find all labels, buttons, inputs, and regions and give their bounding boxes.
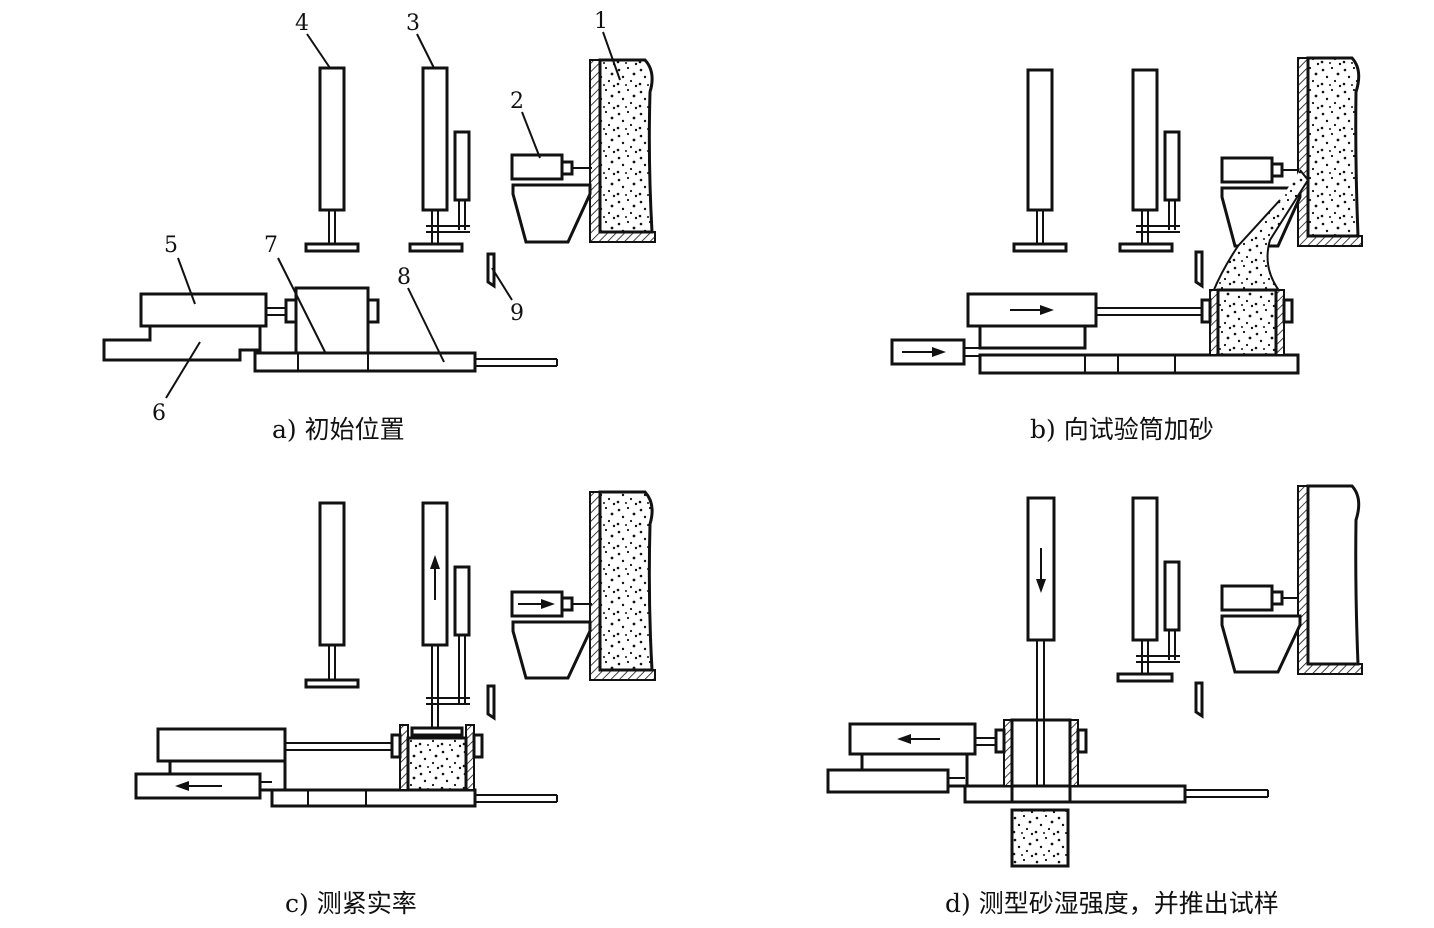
motion-arrow [1010,305,1054,315]
ram-cylinder-4 [304,501,360,689]
sand-specimen [1010,808,1070,868]
ram-cylinder-4 [304,66,360,253]
ram-cylinder-3 [408,66,471,253]
ram-cylinder-3 [410,501,471,737]
sand-funnel [511,620,592,680]
base-assembly [102,286,558,373]
scraper [486,684,496,721]
motion-arrow [1036,548,1046,593]
base-assembly [826,718,1269,804]
sand-stream [1213,170,1308,292]
motion-arrow [430,555,440,600]
panel-b: b) 向试验筒加砂 [890,56,1363,444]
panel-c: c) 测紧实率 [134,490,656,918]
sand-hopper [589,490,656,681]
panel-d: d) 测型砂湿强度，并推出试样 [826,484,1363,918]
motion-arrow [175,781,222,791]
feeder-motor [1220,156,1298,184]
sand-hopper [1297,484,1363,675]
feeder-motor [510,153,592,181]
sand-funnel [1220,614,1302,674]
caption-b: b) 向试验筒加砂 [1030,415,1214,444]
label-7: 7 [264,233,278,258]
base-assembly [134,724,558,808]
label-8: 8 [397,265,411,290]
label-9: 9 [510,301,524,326]
scraper [1194,250,1204,289]
panel-a: 1 2 3 4 5 6 7 8 9 a) 初始位置 [102,9,656,444]
label-5: 5 [164,233,178,258]
caption-d: d) 测型砂湿强度，并推出试样 [945,889,1279,918]
sand-funnel [511,183,592,244]
label-1: 1 [594,9,608,34]
label-6: 6 [152,401,166,426]
ram-cylinder-3 [1118,68,1181,253]
label-4: 4 [295,11,309,36]
label-2: 2 [510,89,524,114]
caption-a: a) 初始位置 [272,415,405,444]
motion-arrow [897,734,940,744]
feeder-motor [1220,584,1298,612]
ram-cylinder-4 [1012,68,1068,253]
motion-arrow [902,347,946,357]
sand-hopper [1297,56,1363,247]
base-assembly [890,288,1300,375]
part-labels: 1 2 3 4 5 6 7 8 9 [152,9,621,426]
label-3: 3 [406,11,420,36]
motion-arrow [518,599,555,609]
scraper [1194,681,1204,719]
sand-hopper [589,58,656,243]
ram-cylinder-3 [1116,496,1181,683]
scraper [486,252,496,289]
caption-c: c) 测紧实率 [285,889,417,918]
